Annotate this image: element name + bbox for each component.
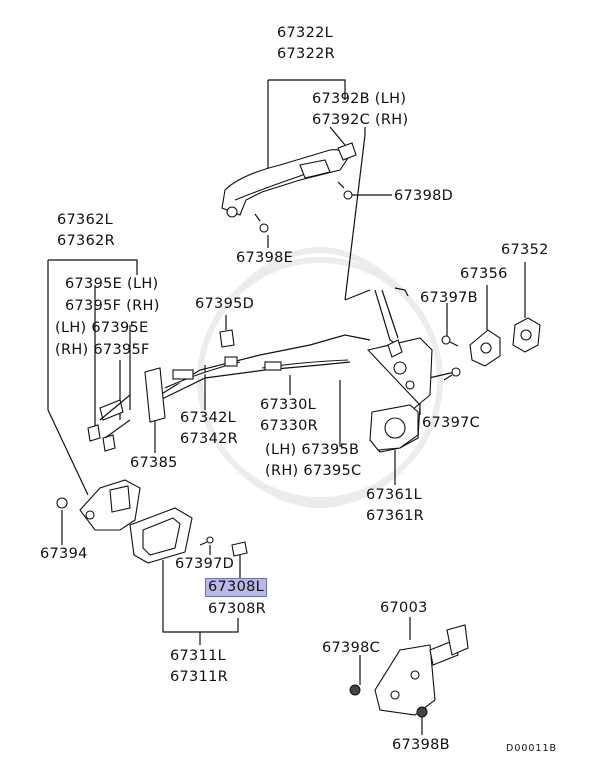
label-67395e-lh: 67395E (LH) [65, 276, 159, 292]
label-67398c: 67398C [322, 640, 381, 656]
label-67356: 67356 [460, 266, 508, 282]
label-67395d: 67395D [195, 296, 255, 312]
label-67311r: 67311R [170, 669, 229, 685]
screw-67394 [56, 497, 68, 509]
label-67397d: 67397D [175, 556, 235, 572]
label-67003: 67003 [380, 600, 428, 616]
screw-67397b [441, 335, 459, 347]
label-67352: 67352 [501, 242, 549, 258]
bolt-67398e [254, 213, 269, 233]
door-check-67003 [374, 624, 469, 716]
label-67385: 67385 [130, 455, 178, 471]
bolt-67398b [416, 706, 428, 718]
screw-67397c [443, 367, 461, 381]
label-67322r: 67322R [277, 46, 336, 62]
label-67397c: 67397C [422, 415, 481, 431]
diagram-code: D00011B [506, 743, 558, 754]
label-lh-67395b: (LH) 67395B [265, 442, 360, 458]
screw-67397d [199, 536, 214, 546]
outside-handle [221, 149, 349, 218]
bolt-67398d [337, 181, 353, 200]
label-67398e: 67398E [236, 250, 294, 266]
label-67394: 67394 [40, 546, 88, 562]
label-67308l-highlighted[interactable]: 67308L [205, 578, 268, 597]
label-67397b: 67397B [420, 290, 478, 306]
label-rh-67395c: (RH) 67395C [265, 463, 362, 479]
cap-67308 [231, 541, 248, 557]
label-67392b: 67392B (LH) [312, 91, 407, 107]
label-67361r: 67361R [366, 508, 425, 524]
label-67311l: 67311L [170, 648, 227, 664]
label-67398d: 67398D [394, 188, 454, 204]
label-67392c: 67392C (RH) [312, 112, 409, 128]
label-67330r: 67330R [260, 418, 319, 434]
label-67342l: 67342L [180, 410, 237, 426]
clip-67395d [219, 329, 235, 348]
label-67342r: 67342R [180, 431, 239, 447]
label-67395f-rh: 67395F (RH) [65, 298, 160, 314]
cable-67330 [261, 359, 349, 371]
label-67361l: 67361L [366, 487, 423, 503]
label-67322l: 67322L [277, 25, 334, 41]
block-67385 [144, 367, 166, 423]
door-lock-actuator [366, 337, 433, 453]
bolt-67398c [349, 684, 361, 696]
inside-handle-frame [79, 479, 141, 531]
striker-67356 [469, 329, 501, 367]
label-67330l: 67330L [260, 397, 317, 413]
label-67362l: 67362L [57, 212, 114, 228]
screw-67392 [337, 142, 357, 161]
label-67362r: 67362R [57, 233, 116, 249]
leader-lines [47, 79, 526, 735]
cable-67342 [164, 356, 241, 389]
label-rh-67395f: (RH) 67395F [55, 342, 150, 358]
inside-handle-bezel [129, 507, 193, 564]
label-lh-67395e: (LH) 67395E [55, 320, 149, 336]
label-67308r: 67308R [208, 601, 267, 617]
shim-67352 [512, 317, 541, 353]
clips-67395ef [87, 394, 131, 452]
label-67398b: 67398B [392, 737, 450, 753]
